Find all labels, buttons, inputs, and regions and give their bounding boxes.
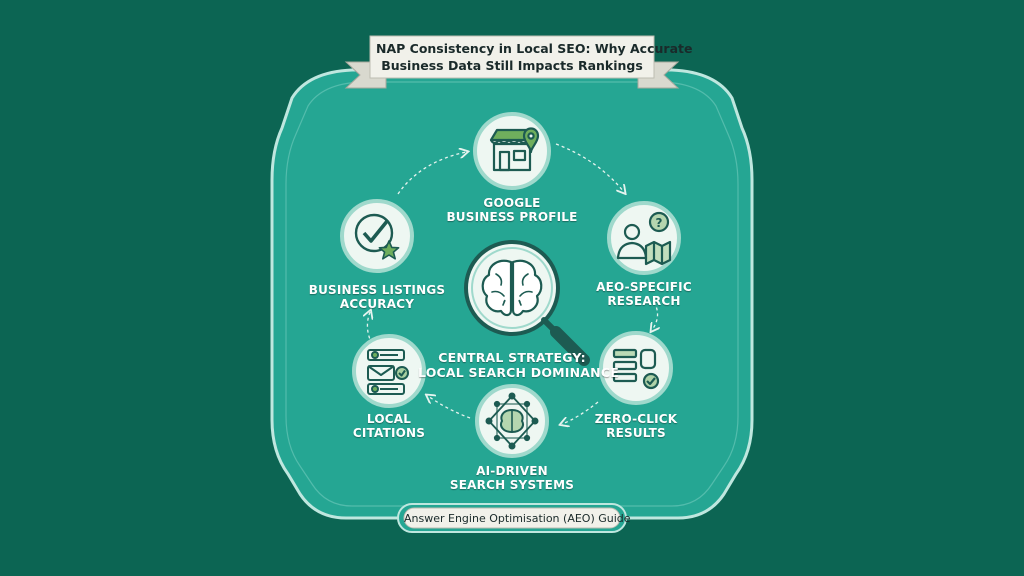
node-label-zero-click-results: ZERO-CLICK RESULTS bbox=[576, 412, 696, 440]
node-label-line: LOCAL bbox=[366, 412, 412, 426]
footer-label: Answer Engine Optimisation (AEO) Guide bbox=[404, 512, 631, 525]
node-label-line: GOOGLE bbox=[483, 196, 541, 210]
node-label-line: AI-DRIVEN bbox=[476, 464, 548, 478]
central-label-line: LOCAL SEARCH DOMINANCE bbox=[418, 365, 619, 380]
title-line-1: NAP Consistency in Local SEO: Why Accura… bbox=[376, 41, 693, 56]
node-label-line: RESEARCH bbox=[607, 294, 681, 308]
node-label-line: ZERO-CLICK bbox=[594, 412, 678, 426]
check-star-icon bbox=[354, 213, 400, 260]
node-label-line: CITATIONS bbox=[352, 426, 426, 440]
page-title: NAP Consistency in Local SEO: Why Accura… bbox=[376, 40, 693, 74]
node-label-line: AEO-SPECIFIC bbox=[596, 280, 692, 294]
svg-text:?: ? bbox=[656, 216, 663, 230]
node-label-ai-driven-search-systems: AI-DRIVEN SEARCH SYSTEMS bbox=[432, 464, 592, 492]
title-line-2: Business Data Still Impacts Rankings bbox=[381, 58, 643, 73]
storefront-pin-icon bbox=[489, 127, 540, 172]
node-label-line: BUSINESS PROFILE bbox=[446, 210, 578, 224]
brain-magnifier-icon bbox=[464, 240, 590, 366]
node-label-line: SEARCH SYSTEMS bbox=[449, 478, 575, 492]
answer-card-icon bbox=[612, 348, 660, 390]
node-label-google-business-profile: GOOGLE BUSINESS PROFILE bbox=[412, 196, 612, 224]
node-label-local-citations: LOCAL CITATIONS bbox=[339, 412, 439, 440]
citation-list-icon bbox=[367, 349, 409, 395]
node-label-aeo-specific-research: AEO-SPECIFIC RESEARCH bbox=[584, 280, 704, 308]
title-banner bbox=[344, 35, 680, 89]
person-map-question-icon: ? bbox=[616, 211, 672, 266]
central-strategy-label: CENTRAL STRATEGY: LOCAL SEARCH DOMINANCE bbox=[418, 350, 619, 380]
footer-pill bbox=[397, 503, 627, 533]
node-label-line: RESULTS bbox=[606, 426, 666, 440]
central-label-line: CENTRAL STRATEGY: bbox=[438, 350, 586, 365]
brain-network-icon bbox=[485, 392, 539, 450]
node-label-business-listings-accuracy: BUSINESS LISTINGS ACCURACY bbox=[302, 283, 452, 311]
node-label-line: BUSINESS LISTINGS bbox=[308, 283, 446, 297]
node-label-line: ACCURACY bbox=[339, 297, 415, 311]
